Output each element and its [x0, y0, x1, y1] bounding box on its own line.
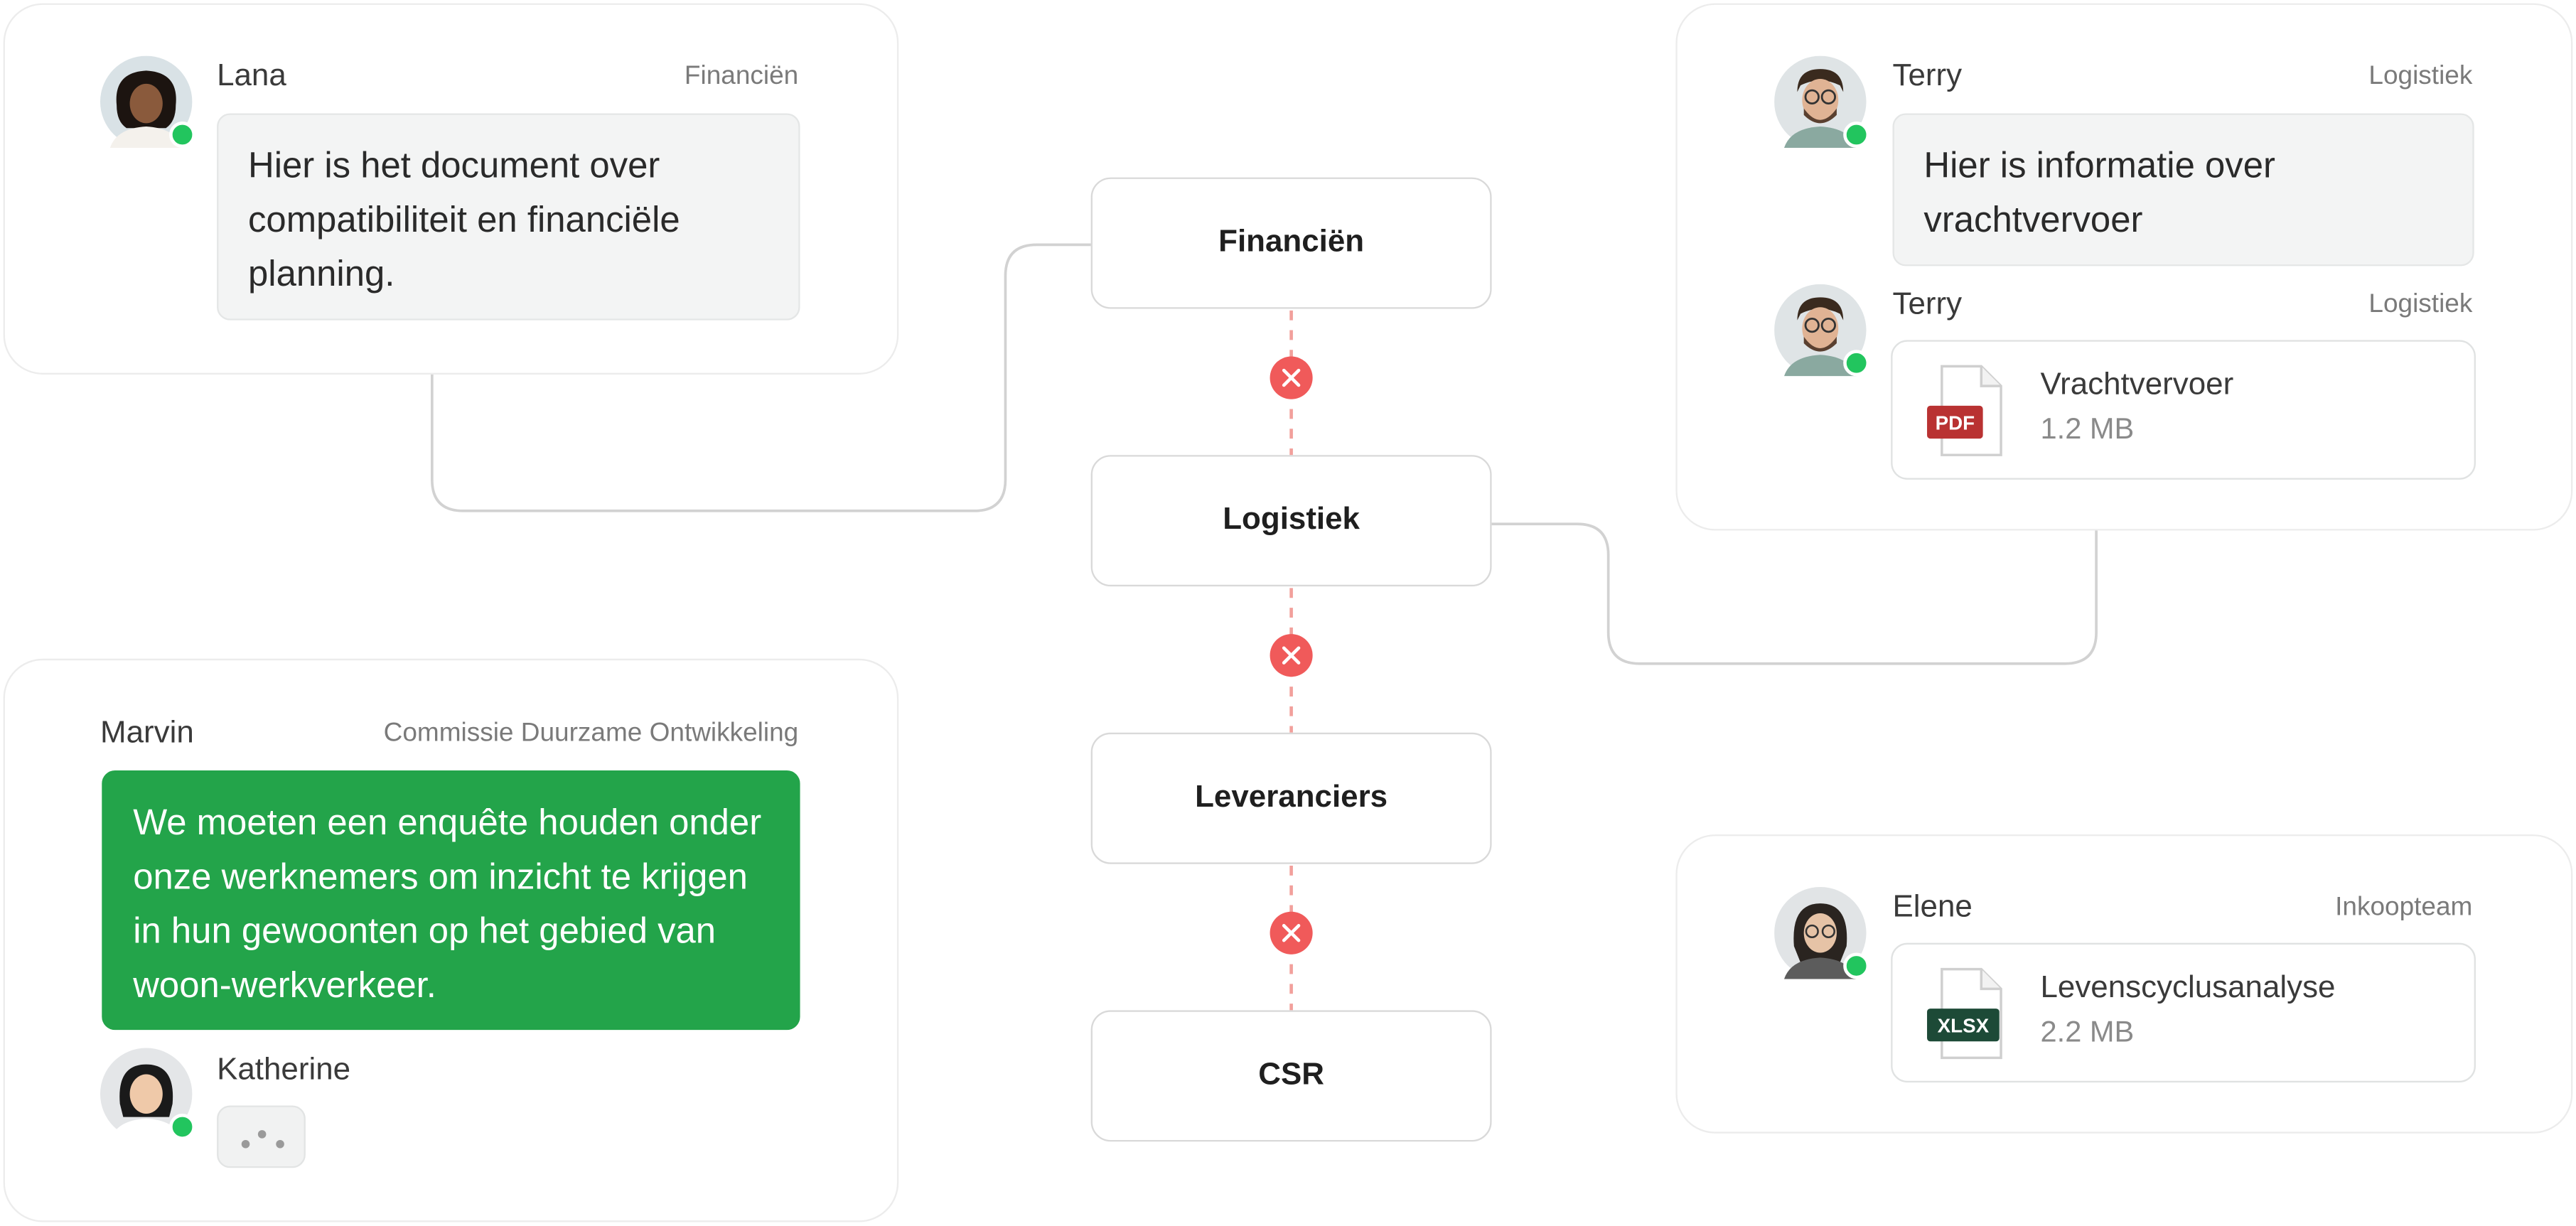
- online-status-dot: [169, 122, 196, 149]
- online-status-dot: [1843, 952, 1870, 979]
- typing-indicator-icon: [217, 1105, 306, 1168]
- sender-team: Commissie Duurzame Ontwikkeling: [383, 719, 799, 748]
- avatar-terry[interactable]: [1774, 55, 1870, 149]
- message-bubble: Hier is informatie over vrachtvervoer: [1892, 113, 2474, 267]
- sender-name: Terry: [1892, 59, 1963, 94]
- sender-name: Elene: [1892, 890, 1973, 925]
- pdf-file-icon: PDF: [1927, 365, 2002, 456]
- avatar-photo: [100, 1048, 193, 1140]
- message-bubble-highlighted: We moeten een enquête houden onder onze …: [102, 770, 800, 1031]
- online-status-dot: [169, 1113, 196, 1140]
- node-financien[interactable]: Financiën: [1090, 177, 1492, 309]
- sender-name: Marvin: [100, 716, 194, 751]
- avatar-lana[interactable]: [100, 55, 196, 149]
- file-attachment[interactable]: PDF Vrachtvervoer 1.2 MB: [1891, 340, 2476, 480]
- close-icon[interactable]: [1268, 910, 1314, 956]
- node-csr[interactable]: CSR: [1090, 1010, 1492, 1142]
- sender-team: Logistiek: [2368, 291, 2473, 319]
- file-size: 1.2 MB: [2040, 412, 2135, 446]
- message-bubble: Hier is het document over compatibilitei…: [217, 113, 800, 321]
- avatar-photo: [1774, 55, 1867, 149]
- online-status-dot: [1843, 350, 1870, 377]
- avatar-terry[interactable]: [1774, 284, 1870, 377]
- close-icon[interactable]: [1268, 355, 1314, 401]
- file-name: Vrachtvervoer: [2040, 367, 2234, 403]
- close-icon[interactable]: [1268, 633, 1314, 679]
- node-leveranciers[interactable]: Leveranciers: [1090, 732, 1492, 864]
- xlsx-file-icon: XLSX: [1927, 967, 2002, 1060]
- connector-logistiek-terry: [1491, 522, 2098, 665]
- connector-lana-financien: [430, 243, 1091, 512]
- sender-name: Lana: [217, 59, 286, 94]
- sender-team: Financiën: [684, 62, 799, 91]
- avatar-katherine[interactable]: [100, 1048, 196, 1140]
- avatar-elene[interactable]: [1774, 887, 1870, 979]
- sender-team: Inkoopteam: [2335, 893, 2473, 922]
- sender-name: Katherine: [217, 1053, 351, 1088]
- node-logistiek[interactable]: Logistiek: [1090, 455, 1492, 587]
- file-size: 2.2 MB: [2040, 1015, 2135, 1048]
- sender-name: Terry: [1892, 287, 1963, 322]
- online-status-dot: [1843, 122, 1870, 149]
- file-type-label: XLSX: [1938, 1015, 1990, 1037]
- sender-team: Logistiek: [2368, 62, 2473, 91]
- file-type-label: PDF: [1936, 412, 1975, 434]
- avatar-photo: [1774, 887, 1867, 979]
- avatar-photo: [1774, 284, 1867, 377]
- avatar-photo: [100, 55, 193, 149]
- file-attachment[interactable]: XLSX Levenscyclusanalyse 2.2 MB: [1891, 942, 2476, 1083]
- file-name: Levenscyclusanalyse: [2040, 970, 2336, 1006]
